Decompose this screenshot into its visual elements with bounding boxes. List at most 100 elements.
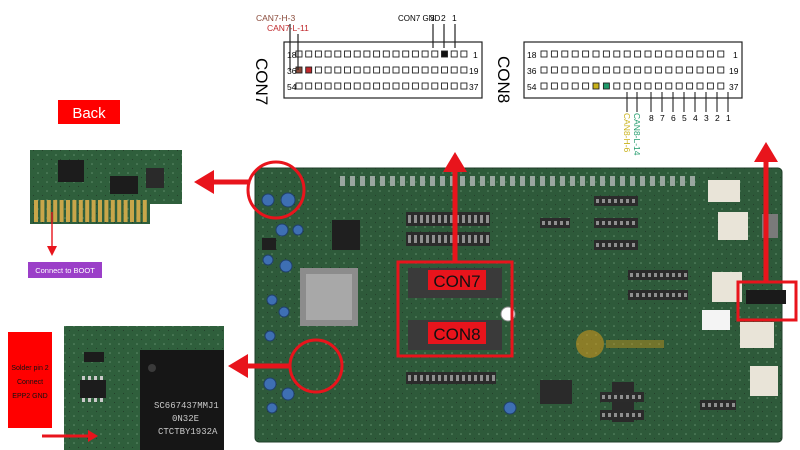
con8-pin [561, 66, 569, 74]
arrow-to-back-head [194, 170, 214, 194]
pcb-header-pin [408, 215, 411, 223]
pcb-pad [560, 176, 565, 186]
pcb-header-pin [620, 243, 623, 247]
small-chip-top [84, 352, 104, 362]
can7-h-label: CAN7-H-3 [256, 13, 295, 23]
pcb-header-pin [636, 293, 639, 297]
pcb-header-pin [638, 413, 641, 417]
con8-pin-number-6: 6 [671, 113, 676, 123]
con7-pinout: 18 36 54 1 19 37 CON7 3 2 1 CON7 GND CAN… [252, 13, 483, 105]
pcb-relay-2 [718, 212, 748, 240]
pcb-header-pin [486, 375, 489, 381]
con7-pin [334, 50, 342, 58]
edge-finger [136, 200, 141, 222]
pcb-header-pin [726, 403, 729, 407]
con8-pinout: 18 36 54 1 19 37 CON8 8 7 6 5 4 3 2 1 CA… [494, 41, 743, 156]
pcb-pad [360, 176, 365, 186]
pcb-pad [500, 176, 505, 186]
pcb-header-pin [432, 235, 435, 243]
pcb-header-pin [566, 221, 569, 225]
pcb-header-pin [608, 221, 611, 225]
pcb-header-pin [426, 235, 429, 243]
con8-pin [582, 66, 590, 74]
pcb-header-pin [636, 273, 639, 277]
con8-pin [665, 50, 673, 58]
con7-pin [373, 82, 381, 90]
pcb-header-pin [630, 293, 633, 297]
con8-pin [706, 50, 714, 58]
pcb-header-pin [486, 215, 489, 223]
con8-pin [634, 66, 642, 74]
pcb-header-pin [614, 395, 617, 399]
con7-pin [344, 50, 351, 58]
pcb-pad [520, 176, 525, 186]
pcb-header-pin [626, 413, 629, 417]
pcb-header-pin [654, 273, 657, 277]
pcb-header-block [628, 270, 688, 280]
con7-pin [431, 82, 439, 90]
capacitor [264, 330, 276, 342]
pcb-header-block [406, 212, 490, 226]
con8-pin [623, 50, 631, 58]
pcb-header-pin [632, 221, 635, 225]
edge-finger [34, 200, 38, 222]
pcb-header-pin [432, 375, 435, 381]
con8-pin [550, 66, 558, 74]
pcb-pad [660, 176, 665, 186]
pcb-header-pin [732, 403, 735, 407]
eeprom-leg [88, 398, 91, 402]
pcb-pad [650, 176, 655, 186]
con7-pin [353, 50, 361, 58]
capacitor [503, 401, 517, 415]
eeprom-legs [82, 376, 103, 402]
pcb-header-pin [468, 235, 471, 243]
pcb-capacitors [261, 192, 517, 415]
pcb-header-block [628, 290, 688, 300]
pcb-header-pin [408, 235, 411, 243]
pcb-header-pin [408, 375, 411, 381]
con7-pin [363, 50, 371, 58]
pcb-header-pin [444, 235, 447, 243]
con8-pin-number-5: 5 [682, 113, 687, 123]
solder-note: Solder pin 2 Connect EPP2 GND [8, 332, 52, 428]
pcb-header-pin [620, 413, 623, 417]
mcu-marking-line-2: 0N32E [172, 414, 199, 424]
pcb-pad [350, 176, 355, 186]
con8-pin [654, 50, 662, 58]
pcb-pad [590, 176, 595, 186]
can8-l-label: CAN8-L-14 [632, 113, 642, 156]
right-connector [746, 290, 786, 304]
edge-chip-2 [110, 176, 138, 194]
con7-row-label-right-1: 1 [473, 50, 478, 60]
pcb-header-pin [468, 215, 471, 223]
con7-pin-number-3: 3 [430, 13, 435, 23]
pcb-header-pin [620, 221, 623, 225]
con8-pin [582, 50, 590, 58]
con7-pin [295, 50, 303, 58]
con8-pin [623, 82, 631, 90]
pcb-header-pin [632, 199, 635, 203]
con7-row-label-right-3: 37 [469, 82, 479, 92]
con7-pin [441, 66, 448, 74]
con7-pin [305, 82, 313, 90]
edge-finger [85, 200, 90, 222]
pcb-header-pin [438, 215, 441, 223]
con7-pin [305, 50, 313, 58]
back-box [58, 100, 120, 124]
con7-pin [421, 66, 429, 74]
can7-l-label: CAN7-L-11 [267, 23, 309, 33]
con7-pin [344, 66, 351, 74]
pcb-header-pin [420, 215, 423, 223]
con8-pin [654, 82, 662, 90]
con8-pin [550, 82, 558, 90]
pcb-header-pin [660, 273, 663, 277]
arrow-to-chip-head [228, 354, 248, 378]
edge-finger [78, 200, 83, 222]
con7-board-tag [428, 270, 486, 290]
pcb-header-pin [614, 221, 617, 225]
pcb-header-pin [596, 243, 599, 247]
pcb-header-pin [432, 215, 435, 223]
con7-pin [363, 82, 371, 90]
con7-pin [295, 82, 303, 90]
con8-pin [561, 50, 569, 58]
